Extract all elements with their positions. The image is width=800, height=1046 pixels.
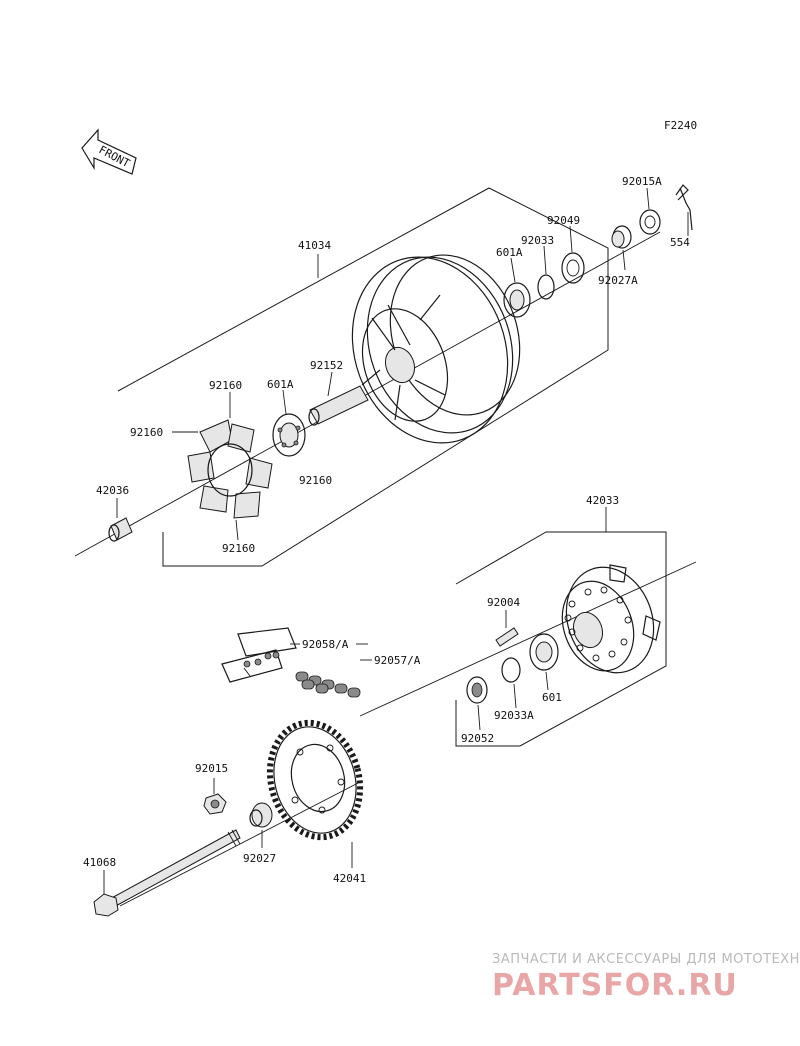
label-601a-mid: 601A bbox=[267, 378, 294, 391]
label-92033a: 92033A bbox=[494, 709, 534, 722]
label-92027: 92027 bbox=[243, 852, 276, 865]
watermark-brand: PARTSFOR.RU bbox=[492, 968, 738, 1003]
bearing-601a-top bbox=[503, 282, 531, 318]
watermark-tagline: ЗАПЧАСТИ И АКСЕССУАРЫ ДЛЯ МОТОТЕХНИКИ bbox=[492, 952, 800, 967]
label-41068: 41068 bbox=[83, 856, 116, 869]
label-92033: 92033 bbox=[521, 234, 554, 247]
spacer-tube-92152 bbox=[308, 385, 369, 426]
seal-92052 bbox=[466, 676, 488, 704]
collar-92027 bbox=[249, 802, 273, 828]
label-41034: 41034 bbox=[298, 239, 331, 252]
label-92057a: 92057/A bbox=[374, 654, 421, 667]
label-92160-c: 92160 bbox=[299, 474, 332, 487]
label-92015a: 92015A bbox=[622, 175, 662, 188]
hub-damper-92160 bbox=[187, 419, 273, 519]
label-92058a: 92058/A bbox=[302, 638, 349, 651]
rear-sprocket-42041 bbox=[266, 719, 364, 841]
collar-92027a bbox=[611, 225, 632, 249]
seal-92049 bbox=[561, 252, 585, 284]
label-601: 601 bbox=[542, 691, 562, 704]
cotter-pin-554 bbox=[675, 184, 693, 231]
circlip-92033 bbox=[537, 274, 555, 300]
stud-92004 bbox=[495, 627, 519, 647]
chain-joint-92058a bbox=[221, 627, 297, 683]
label-92160-a: 92160 bbox=[209, 379, 242, 392]
rear-wheel-rim bbox=[351, 254, 521, 444]
label-42036: 42036 bbox=[96, 484, 129, 497]
label-92052: 92052 bbox=[461, 732, 494, 745]
bearing-601 bbox=[529, 633, 559, 671]
front-arrow-icon: FRONT bbox=[81, 128, 137, 175]
label-42041: 42041 bbox=[333, 872, 366, 885]
axle-41068 bbox=[93, 829, 241, 917]
bearing-601a-mid bbox=[272, 413, 306, 457]
label-42033: 42033 bbox=[586, 494, 619, 507]
label-92004: 92004 bbox=[487, 596, 520, 609]
label-92160-b: 92160 bbox=[130, 426, 163, 439]
label-92160-d: 92160 bbox=[222, 542, 255, 555]
collar-42036 bbox=[108, 517, 133, 542]
coupling-assembly-outline bbox=[455, 531, 667, 747]
sprocket-coupling-42033 bbox=[561, 564, 661, 674]
label-92027a: 92027A bbox=[598, 274, 638, 287]
label-554: 554 bbox=[670, 236, 690, 249]
wheel-assembly-outline bbox=[117, 187, 609, 567]
nut-92015 bbox=[203, 793, 227, 815]
diagram-code: F2240 bbox=[664, 119, 697, 132]
label-92049: 92049 bbox=[547, 214, 580, 227]
label-92015: 92015 bbox=[195, 762, 228, 775]
drive-chain-92057a bbox=[295, 671, 361, 698]
nut-92015a bbox=[639, 209, 661, 235]
circlip-92033a bbox=[501, 657, 521, 683]
label-92152: 92152 bbox=[310, 359, 343, 372]
label-601a-top: 601A bbox=[496, 246, 523, 259]
